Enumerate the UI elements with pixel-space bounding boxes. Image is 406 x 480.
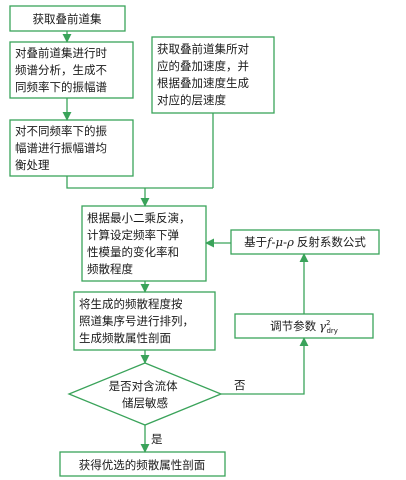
edge-decision-no [221, 337, 309, 395]
edge-label-no: 否 [234, 378, 246, 392]
output-text: 获得优选的频散属性剖面 [79, 458, 206, 472]
decision-text: 是否对含流体 储层敏感 [109, 379, 182, 410]
edge-balance-merge [66, 176, 213, 189]
edge-label-yes: 是 [151, 432, 163, 446]
balance-text: 对不同频率下的振 幅谱进行振幅谱均 衡处理 [15, 124, 111, 172]
spectrum-text: 对叠前道集进行时 频谱分析，生成不 同频率下的振幅谱 [15, 46, 111, 94]
velocity-text: 获取叠前道集所对 应的叠加速度，并 根据叠加速度生成 对应的层速度 [157, 42, 253, 107]
acquire-text: 获取叠前道集 [33, 12, 102, 26]
inversion-text: 根据最小二乘反演， 计算设定频率下弹 性模量的变化率和 频散程度 [87, 211, 194, 276]
decision-diamond [67, 362, 223, 426]
sort-text: 将生成的频散程度按 照道集序号进行排列， 生成频散属性剖面 [79, 297, 198, 345]
